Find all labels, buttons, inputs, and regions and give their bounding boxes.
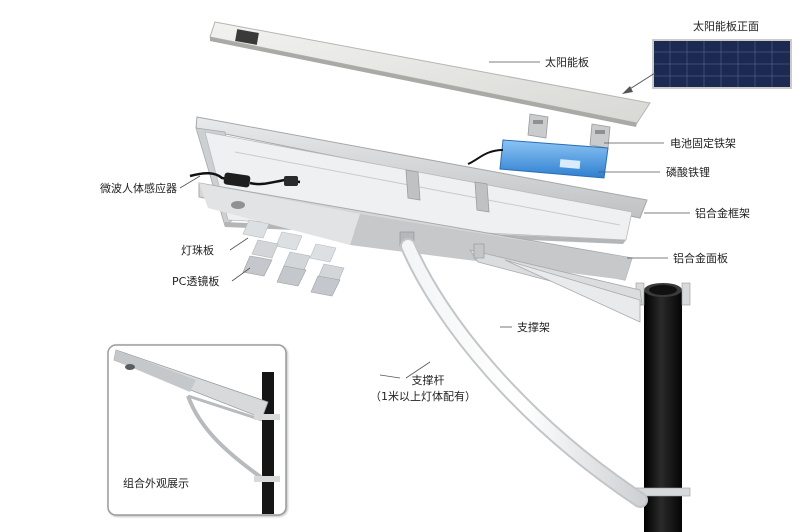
assembled-inset [107,344,287,516]
lamp-pole [635,282,691,532]
label-led-board: 灯珠板 [181,244,214,257]
leader-lines [179,61,690,379]
solar-panel [209,21,651,127]
label-aluminum-frame: 铝合金框架 [695,207,750,220]
aluminum-face-panel [198,182,633,281]
label-front-view: 太阳能板正面 [693,20,759,33]
microwave-sensor [189,172,301,188]
solar-arrow-icon [622,72,656,94]
pc-lens-boards [242,255,341,297]
label-assembled-view: 组合外观展示 [123,477,189,490]
support-arm [400,238,648,508]
lifepo4-battery [467,139,609,179]
label-microwave-sensor: 微波人体感应器 [100,182,177,195]
support-bracket [469,243,643,323]
label-support-arm-note: （1米以上灯体配有） [370,390,476,403]
junction-box [235,29,259,45]
label-battery-bracket: 电池固定铁架 [670,137,736,150]
solar-front-thumbnail [652,39,792,89]
label-aluminum-panel: 铝合金面板 [673,252,728,265]
label-lifepo4: 磷酸铁锂 [666,166,710,179]
label-support-arm: 支撑杆 [411,374,445,387]
battery-bracket [527,113,611,149]
label-pc-lens: PC透镜板 [172,275,220,288]
label-solar-panel: 太阳能板 [545,56,589,69]
label-support-bracket: 支撑架 [517,321,550,334]
